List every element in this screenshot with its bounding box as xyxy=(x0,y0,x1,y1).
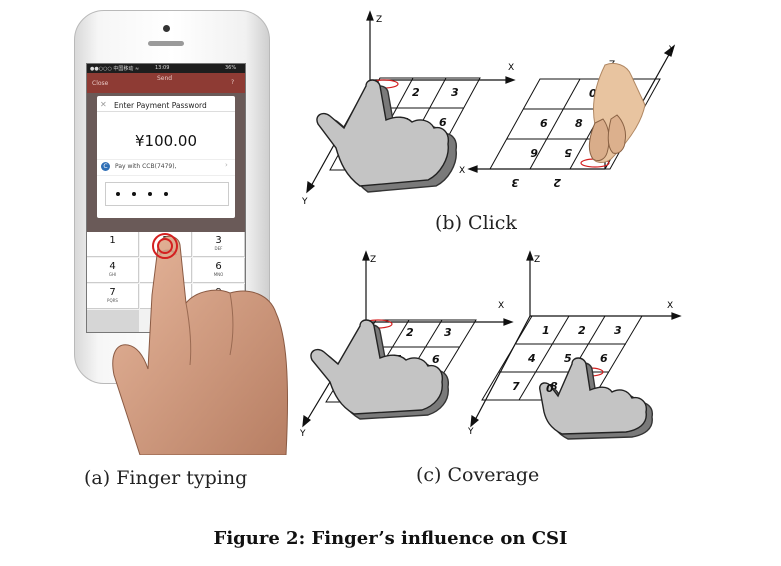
status-bar: ●●○○○ 中国移动 ≈ 13:09 36% xyxy=(87,64,245,73)
grid-key: 6 xyxy=(540,117,548,130)
nav-bar: Close Send ? xyxy=(87,73,245,93)
chevron-right-icon: › xyxy=(225,161,228,169)
grid-key: 6 xyxy=(432,353,440,366)
grid-key: 7 xyxy=(512,380,520,393)
password-dot xyxy=(116,192,120,196)
grid-key: 2 xyxy=(553,176,561,189)
grid-key: 2 xyxy=(406,326,414,339)
axis-z-label: Z xyxy=(376,15,382,25)
grid-key: 5 xyxy=(564,352,572,365)
typing-hand xyxy=(100,225,290,455)
payment-method-text: Pay with CCB(7479), xyxy=(115,163,176,170)
diagram-b-right: Z X Y 0 6 8 5 6 3 2 xyxy=(455,35,690,220)
dialog-title: Enter Payment Password xyxy=(114,101,207,110)
touch-ring-inner xyxy=(157,238,173,254)
axis-x-label: X xyxy=(459,166,465,176)
axis-y-label: Y xyxy=(299,429,306,439)
carrier-text: ●●○○○ 中国移动 ≈ xyxy=(90,65,139,72)
grid-key: 6 xyxy=(439,116,447,129)
front-camera xyxy=(163,25,170,32)
grid-key: 6 xyxy=(530,146,538,159)
grid-key: 3 xyxy=(614,324,622,337)
caption-c: (c) Coverage xyxy=(416,464,539,486)
close-button: Close xyxy=(92,80,108,87)
nav-title: Send xyxy=(157,75,172,82)
grid-key-0: 0 xyxy=(546,382,554,395)
caption-b: (b) Click xyxy=(435,212,517,234)
earpiece-speaker xyxy=(148,41,184,46)
grid-key: 3 xyxy=(511,176,519,189)
axis-y-label: Y xyxy=(301,197,308,207)
figure-caption: Figure 2: Finger’s influence on CSI xyxy=(0,528,781,549)
grid-key: 4 xyxy=(527,352,536,365)
caption-a: (a) Finger typing xyxy=(84,467,247,489)
axis-y-label: Y xyxy=(668,45,675,55)
grid-key: 6 xyxy=(600,352,608,365)
payment-amount: ¥100.00 xyxy=(97,132,235,150)
axis-z-label: Z xyxy=(534,255,540,265)
pointing-hand-icon xyxy=(540,358,653,439)
pointing-hand-icon xyxy=(311,320,448,419)
password-dot xyxy=(164,192,168,196)
diagram-c-right: Z X Y 1 2 3 4 5 6 7 8 0 0 xyxy=(462,250,687,440)
grid-key: 5 xyxy=(564,146,572,159)
status-time: 13:09 xyxy=(155,65,169,71)
grid-key: 2 xyxy=(578,324,586,337)
grid-key: 8 xyxy=(575,117,583,130)
axis-y-label: Y xyxy=(467,427,474,437)
battery-text: 36% xyxy=(225,65,236,71)
password-dot xyxy=(132,192,136,196)
bank-logo-icon: C xyxy=(101,162,110,171)
finger-photo xyxy=(589,63,645,162)
axis-x-label: X xyxy=(667,301,673,311)
divider xyxy=(97,111,235,112)
help-icon: ? xyxy=(231,79,234,86)
password-dot xyxy=(148,192,152,196)
grid-key: 3 xyxy=(444,326,452,339)
axis-z-label: Z xyxy=(370,255,376,265)
dialog-close-icon: ✕ xyxy=(100,100,107,109)
grid-key: 1 xyxy=(542,324,550,337)
grid-key: 2 xyxy=(412,86,420,99)
